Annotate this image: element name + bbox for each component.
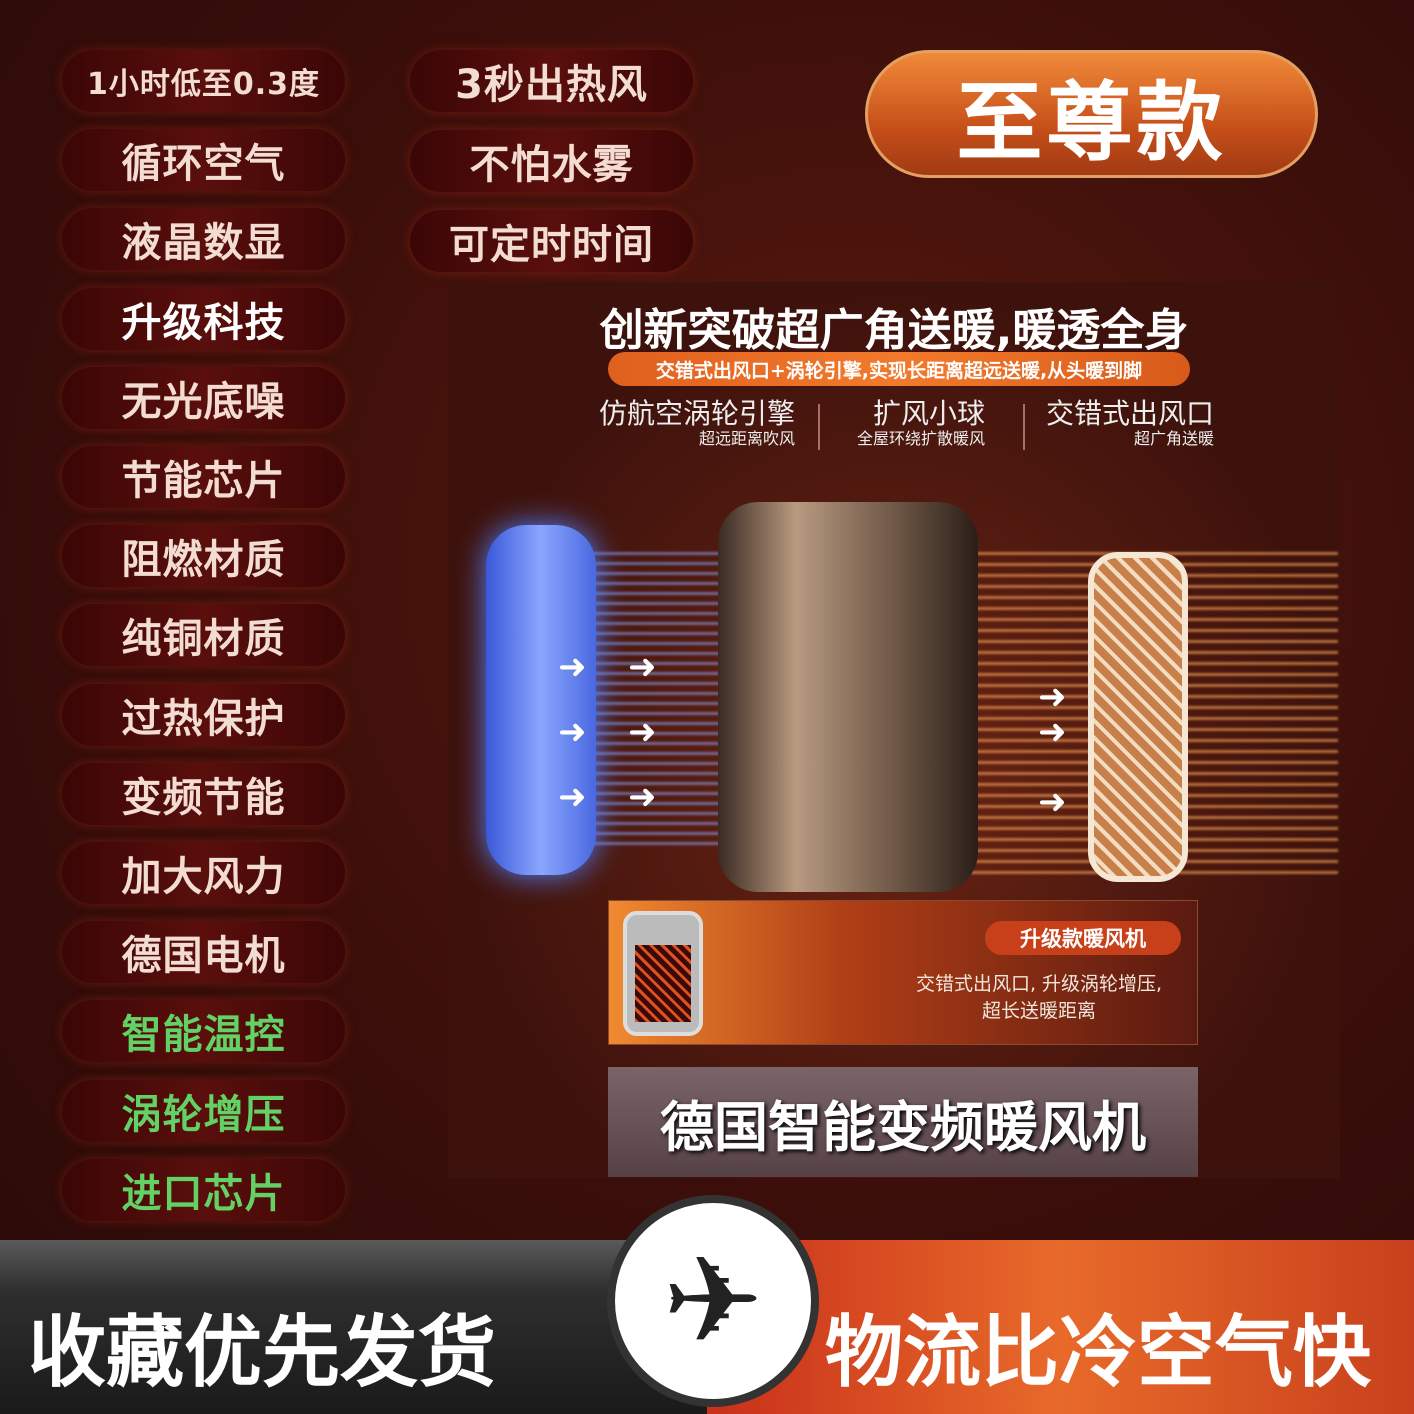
feature-pill: 可定时时间 bbox=[410, 210, 693, 272]
mini-heater-image bbox=[623, 911, 703, 1036]
arrow-icon: ➜ bbox=[1038, 782, 1067, 822]
airplane-icon: ✈ bbox=[607, 1195, 819, 1407]
feature-pill: 3秒出热风 bbox=[410, 50, 693, 112]
feature-pill: 智能温控 bbox=[62, 1000, 345, 1063]
feature-pill: 涡轮增压 bbox=[62, 1079, 345, 1142]
desc-line: 交错式出风口, 升级涡轮增压, bbox=[915, 973, 1163, 995]
feature-pill: 液晶数显 bbox=[62, 208, 345, 271]
feature-pill: 加大风力 bbox=[62, 842, 345, 904]
feature-pill: 过热保护 bbox=[62, 683, 345, 746]
feature-pill: 进口芯片 bbox=[62, 1158, 345, 1221]
divider bbox=[1023, 404, 1025, 450]
product-title: 德国智能变频暖风机 bbox=[608, 1067, 1198, 1177]
feature-sub: 超广角送暖 bbox=[1133, 429, 1214, 449]
premium-badge: 至尊款 bbox=[865, 50, 1318, 178]
feature-pill: 节能芯片 bbox=[62, 446, 345, 508]
shipping-text: 物流比冷空气快 bbox=[825, 1308, 1372, 1398]
arrow-icon: ➜ bbox=[628, 647, 657, 687]
feature-title: 扩风小球 bbox=[872, 397, 985, 430]
product-panel: 创新突破超广角送暖,暖透全身 交错式出风口+涡轮引擎,实现长距离超远送暖,从头暖… bbox=[448, 282, 1340, 1178]
arrow-icon: ➜ bbox=[628, 712, 657, 752]
feature-pill: 循环空气 bbox=[62, 129, 345, 192]
feature-title: 仿航空涡轮引擎 bbox=[598, 397, 795, 430]
product-subheadline: 交错式出风口+涡轮引擎,实现长距离超远送暖,从头暖到脚 bbox=[608, 352, 1190, 386]
intake-filter bbox=[486, 525, 596, 875]
bottom-right: 物流比冷空气快 bbox=[707, 1240, 1414, 1414]
feature-title: 交错式出风口 bbox=[1045, 397, 1214, 430]
favorite-text: 收藏优先发货 bbox=[28, 1308, 497, 1398]
arrow-icon: ➜ bbox=[558, 777, 587, 817]
upgrade-tag: 升级款暖风机 bbox=[985, 921, 1181, 955]
feature-pill: 德国电机 bbox=[62, 921, 345, 984]
bottom-banner: 收藏优先发货 物流比冷空气快 bbox=[0, 1240, 1414, 1414]
feature-pill: 阻燃材质 bbox=[62, 525, 345, 588]
upgrade-card: 升级款暖风机 交错式出风口, 升级涡轮增压, 超长送暖距离 bbox=[608, 900, 1198, 1045]
arrow-icon: ➜ bbox=[1038, 677, 1067, 717]
upgrade-description: 交错式出风口, 升级涡轮增压, 超长送暖距离 bbox=[889, 971, 1189, 1025]
feature-turbo: 仿航空涡轮引擎超远距离吹风 bbox=[598, 397, 795, 449]
feature-pill: 升级科技 bbox=[62, 287, 345, 350]
arrow-icon: ➜ bbox=[558, 712, 587, 752]
feature-pill: 不怕水雾 bbox=[410, 130, 693, 192]
divider bbox=[818, 404, 820, 450]
arrow-icon: ➜ bbox=[558, 647, 587, 687]
product-headline: 创新突破超广角送暖,暖透全身 bbox=[599, 305, 1189, 356]
arrow-icon: ➜ bbox=[628, 777, 657, 817]
desc-line: 超长送暖距离 bbox=[981, 1000, 1096, 1022]
feature-sub: 全屋环绕扩散暖风 bbox=[856, 429, 985, 449]
feature-pill: 变频节能 bbox=[62, 762, 345, 825]
heater-body bbox=[718, 502, 978, 892]
feature-ball: 扩风小球全屋环绕扩散暖风 bbox=[856, 397, 985, 449]
feature-pill: 纯铜材质 bbox=[62, 604, 345, 667]
feature-outlet: 交错式出风口超广角送暖 bbox=[1045, 397, 1214, 449]
feature-pill: 无光底噪 bbox=[62, 366, 345, 429]
bottom-left: 收藏优先发货 bbox=[0, 1240, 707, 1414]
feature-pill: 1小时低至0.3度 bbox=[62, 50, 345, 112]
feature-sub: 超远距离吹风 bbox=[698, 429, 795, 449]
arrow-icon: ➜ bbox=[1038, 712, 1067, 752]
outlet-grill bbox=[1088, 552, 1188, 882]
